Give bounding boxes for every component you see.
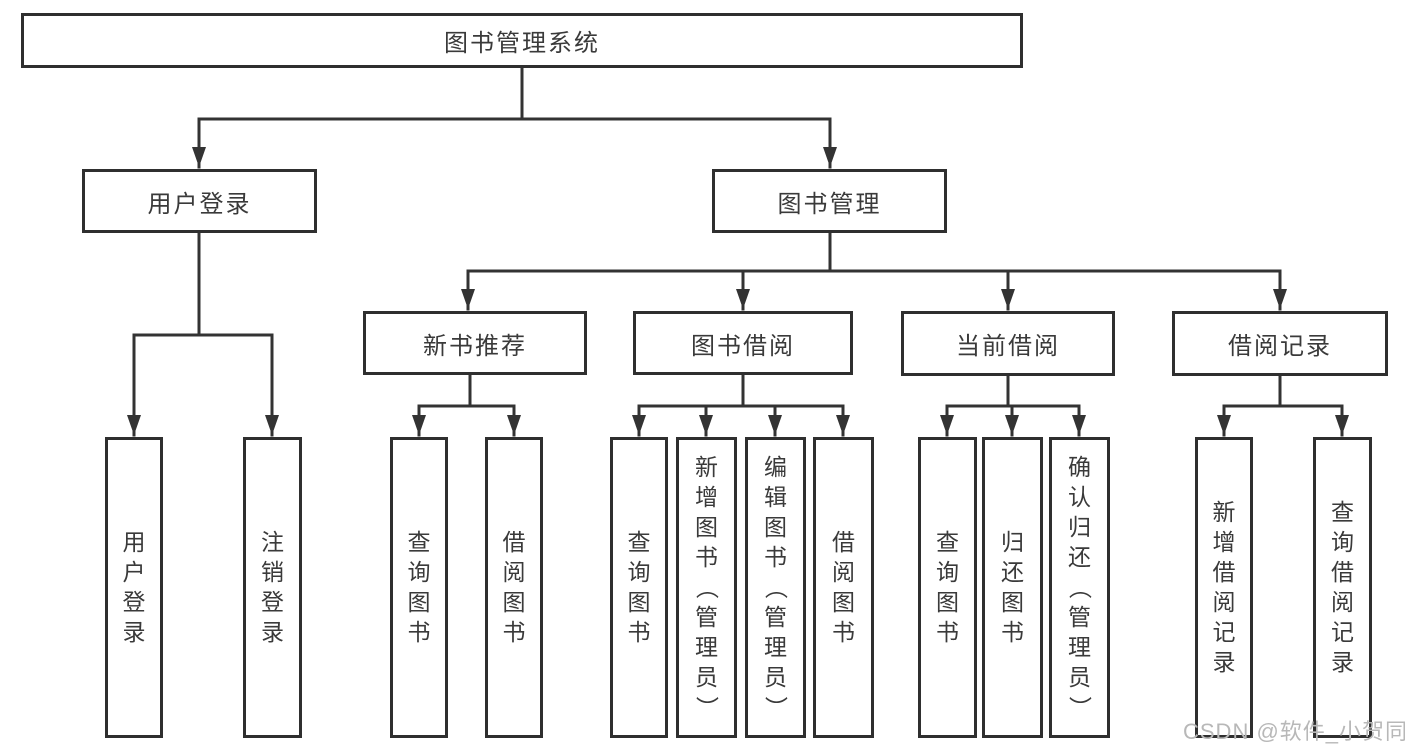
leaf-logout: 注销登录	[243, 437, 302, 738]
leaf-borrow-books-2: 借阅图书	[813, 437, 874, 738]
leaf-confirm-return-admin-label: 确认归还（管理员）	[1067, 454, 1093, 720]
node-new-book-recommend: 新书推荐	[363, 311, 587, 375]
leaf-return-books: 归还图书	[982, 437, 1043, 738]
leaf-add-book-admin-label: 新增图书（管理员）	[694, 454, 720, 720]
leaf-confirm-return-admin: 确认归还（管理员）	[1049, 437, 1110, 738]
node-borrowing-records: 借阅记录	[1172, 311, 1388, 376]
leaf-query-books-2: 查询图书	[610, 437, 668, 738]
leaf-query-books-2-label: 查询图书	[627, 529, 651, 645]
leaf-user-login-label: 用户登录	[122, 529, 146, 645]
node-new-book-recommend-label: 新书推荐	[423, 332, 527, 360]
leaf-query-books-1-label: 查询图书	[407, 529, 431, 645]
leaf-borrow-books-2-label: 借阅图书	[832, 529, 855, 645]
node-book-borrowing: 图书借阅	[633, 311, 853, 375]
leaf-query-borrow-record-label: 查询借阅记录	[1331, 499, 1354, 675]
node-user-login-label: 用户登录	[147, 190, 252, 218]
node-book-borrowing-label: 图书借阅	[691, 332, 795, 360]
node-user-login: 用户登录	[82, 169, 317, 233]
leaf-edit-book-admin: 编辑图书（管理员）	[745, 437, 806, 738]
node-root-label: 图书管理系统	[444, 30, 600, 57]
leaf-query-books-1: 查询图书	[390, 437, 448, 738]
leaf-borrow-books-1: 借阅图书	[485, 437, 543, 738]
leaf-add-borrow-record-label: 新增借阅记录	[1212, 499, 1236, 675]
leaf-query-books-3-label: 查询图书	[936, 529, 959, 645]
leaf-add-borrow-record: 新增借阅记录	[1195, 437, 1253, 738]
leaf-query-borrow-record: 查询借阅记录	[1313, 437, 1372, 738]
node-book-management-label: 图书管理	[777, 190, 882, 218]
node-book-management: 图书管理	[712, 169, 947, 233]
node-root: 图书管理系统	[21, 13, 1023, 68]
leaf-borrow-books-1-label: 借阅图书	[502, 529, 526, 645]
leaf-edit-book-admin-label: 编辑图书（管理员）	[763, 454, 789, 720]
node-current-borrowing: 当前借阅	[901, 311, 1115, 376]
leaf-query-books-3: 查询图书	[918, 437, 977, 738]
leaf-add-book-admin: 新增图书（管理员）	[676, 437, 737, 738]
leaf-user-login: 用户登录	[105, 437, 163, 738]
leaf-logout-label: 注销登录	[261, 529, 284, 645]
node-current-borrowing-label: 当前借阅	[956, 333, 1060, 360]
leaf-return-books-label: 归还图书	[1001, 529, 1024, 645]
node-borrowing-records-label: 借阅记录	[1228, 333, 1332, 360]
csdn-watermark: CSDN @软件_小贺同学	[1183, 719, 1405, 744]
